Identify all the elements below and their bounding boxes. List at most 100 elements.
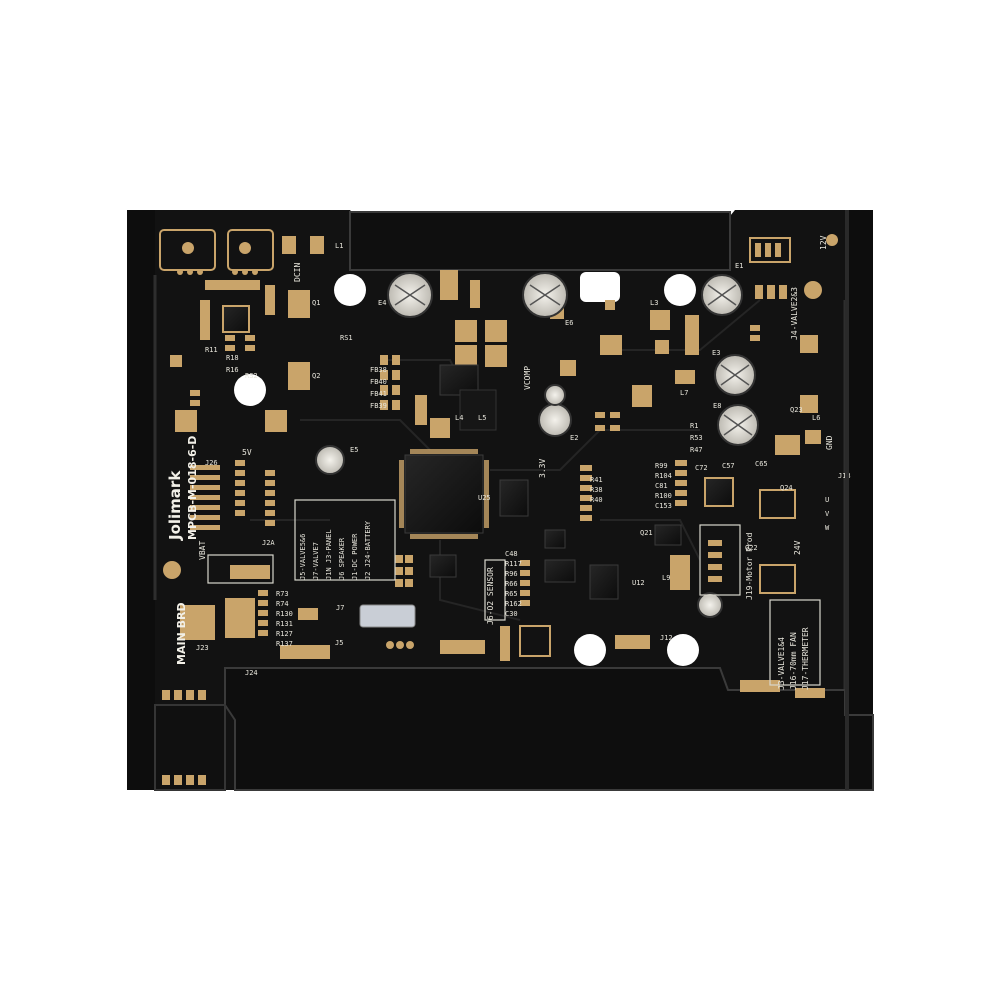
designator-e6: E6 [565,319,573,327]
designator-j23: J23 [196,644,209,652]
designator-fb38: FB38 [370,366,387,374]
designator-rs1: RS1 [340,334,353,342]
designator-r41: R41 [590,476,603,484]
electrolytic-capacitors [315,272,759,618]
legend-line-3: J1N J3-PANEL [325,529,333,580]
designator-c48: C48 [505,550,518,558]
integrated-circuits [222,305,734,600]
designator-l3: L3 [650,299,658,307]
label-j6-o2-sensor: J6-O2 SENSOR [486,567,495,625]
designator-u12: U12 [632,579,645,587]
designator-l1: L1 [335,242,343,250]
designator-e2: E2 [570,434,578,442]
designator-r99: R99 [655,462,668,470]
designator-j7: J7 [336,604,344,612]
designator-c153: C153 [655,502,672,510]
designator-j12: J12 [660,634,673,642]
designator-q2: Q2 [312,372,320,380]
designator-e1: E1 [735,262,743,270]
label-vcomp: VCOMP [523,366,532,390]
designator-fb41: FB41 [370,390,387,398]
label-j3-valve: J3-VALVE1&4 [777,637,786,690]
label-gnd: GND [825,435,834,450]
legend-line-1: J5-VALVE5&6 [299,534,307,580]
designator-r137: R137 [276,640,293,648]
connector-legend: J5-VALVE5&6 J7-VALVE7 J1N J3-PANEL J6 SP… [299,520,372,580]
designator-j24: J24 [245,669,258,677]
legend-line-5: J1-DC POWER [351,533,359,580]
designator-l4: L4 [455,414,463,422]
designator-r16: R16 [226,366,239,374]
part-number-label: MPCB-M-018-6-D [186,436,199,540]
designator-r65: R65 [505,590,518,598]
designator-fb40: FB40 [370,378,387,386]
designator-r96: R96 [505,570,518,578]
silkscreen-outlines [207,499,821,686]
label-j16-fan: J16-70mm FAN [789,632,798,690]
designator-l9: L9 [662,574,670,582]
designator-r66: R66 [505,580,518,588]
designator-j2a: J2A [262,539,275,547]
designator-u: U [825,496,829,504]
designator-c57: C57 [722,462,735,470]
legend-line-6: J2 J24-BATTERY [364,520,372,580]
right-edge-rail [845,210,849,790]
label-vbat: VBAT [198,541,207,560]
designator-l6: L6 [812,414,820,422]
designator-w: W [825,524,830,532]
designator-r1: R1 [690,422,698,430]
designator-q21: Q21 [640,529,653,537]
designator-j18: J18 [838,472,851,480]
designator-e3: E3 [712,349,720,357]
brand-logo-text: Jolimark [166,470,184,541]
designator-r53: R53 [690,434,703,442]
designator-r100: R100 [655,492,672,500]
designator-v: V [825,510,830,518]
designator-c65: C65 [755,460,768,468]
smd-components [190,285,787,636]
designator-c72: C72 [695,464,708,472]
designator-j26: J26 [205,459,218,467]
designator-fb39: FB39 [370,402,387,410]
designator-e8: E8 [713,402,721,410]
designator-l7: L7 [680,389,688,397]
pin-headers [190,465,722,640]
label-3v3: 3.3V [538,459,547,478]
crystal-oscillator [359,604,416,628]
designator-c30: C30 [505,610,518,618]
designator-q24: Q24 [780,484,793,492]
designator-r38: R38 [590,486,603,494]
designator-r73: R73 [276,590,289,598]
designator-e5: E5 [350,446,358,454]
legend-line-2: J7-VALVE7 [312,542,320,580]
designator-rs2: RS2 [245,372,258,380]
label-12v: 12V [819,235,828,250]
designator-e4: E4 [378,299,386,307]
designator-r74: R74 [276,600,289,608]
designator-q23: Q23 [790,406,803,414]
label-5v: 5V [242,448,252,457]
designator-q1: Q1 [312,299,320,307]
designator-l5: L5 [478,414,486,422]
legend-line-4: J6 SPEAKER [338,537,346,580]
gold-pads [159,229,838,785]
designator-r117: R117 [505,560,522,568]
designator-r40: R40 [590,496,603,504]
designator-r47: R47 [690,446,703,454]
label-24v: 24V [793,540,802,555]
label-j19-motor: J19-Motor Prod [745,532,754,600]
designator-r18: R18 [226,354,239,362]
designator-q22: Q22 [745,544,758,552]
designator-r11: R11 [205,346,218,354]
board-name-label: MAIN BRD [175,602,188,665]
designator-r130: R130 [276,610,293,618]
designator-j5: J5 [335,639,343,647]
label-j17-thermeter: J17-THERMETER [801,627,810,690]
designator-r131: R131 [276,620,293,628]
designator-r127: R127 [276,630,293,638]
designator-r162: R162 [505,600,522,608]
designator-c81: C81 [655,482,668,490]
